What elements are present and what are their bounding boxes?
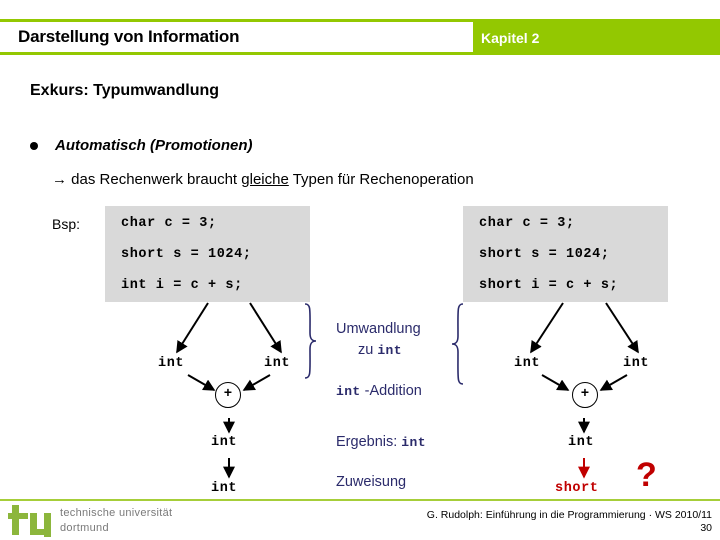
footer-page-number: 30 — [700, 522, 712, 534]
diagram-left-assigned: int — [211, 481, 238, 496]
bullet-subline: → das Rechenwerk braucht gleiche Typen f… — [52, 168, 712, 192]
section-heading: Exkurs: Typumwandlung — [30, 82, 220, 99]
annotation-conversion-type: int — [377, 343, 402, 358]
tu-dortmund-logo: technische universität dortmund — [8, 505, 208, 539]
brace-left-icon — [304, 303, 317, 379]
diagram-right-assigned: short — [555, 481, 599, 496]
code-line: char c = 3; — [479, 216, 575, 231]
header-title-panel — [0, 22, 473, 52]
subline-emphasis: gleiche — [241, 171, 289, 188]
footer-divider — [0, 499, 720, 501]
annotation-addition: int -Addition — [336, 383, 422, 399]
diagram-left-arrows — [176, 302, 282, 479]
annotation-addition-type: int — [336, 384, 361, 399]
logo-wordmark: technische universität dortmund — [60, 506, 172, 536]
subline-before: das Rechenwerk braucht — [67, 171, 242, 188]
brace-right-icon — [451, 303, 464, 385]
example-label: Bsp: — [52, 216, 81, 232]
annotation-result: Ergebnis: int — [336, 434, 426, 450]
code-line: short s = 1024; — [121, 247, 252, 262]
chapter-label: Kapitel 2 — [481, 30, 540, 46]
annotation-assignment: Zuweisung — [336, 474, 407, 490]
annotation-addition-suffix: -Addition — [360, 383, 422, 399]
diagram-right-arrows — [530, 302, 639, 479]
diagram-left-result: int — [211, 435, 238, 450]
page-title: Darstellung von Information — [18, 27, 240, 46]
code-line: int i = c + s; — [121, 278, 243, 293]
annotation-conversion-prefix: zu — [358, 342, 378, 358]
logo-line-1: technische universität — [60, 507, 173, 519]
annotation-result-type: int — [401, 435, 426, 450]
code-line: short s = 1024; — [479, 247, 610, 262]
logo-line-2: dortmund — [60, 522, 109, 534]
annotation-conversion-line1: Umwandlung — [336, 321, 421, 337]
code-line: short i = c + s; — [479, 278, 619, 293]
footer-credit: G. Rudolph: Einführung in die Programmie… — [426, 509, 712, 521]
diagram-right-result: int — [568, 435, 595, 450]
code-line: char c = 3; — [121, 216, 217, 231]
tu-logo-mark-icon — [8, 505, 51, 537]
code-box-left: char c = 3; short s = 1024; int i = c + … — [105, 206, 310, 302]
diagram-right-operator: + — [572, 382, 598, 408]
diagram-right-operand-left: int — [514, 356, 541, 371]
code-box-right: char c = 3; short s = 1024; short i = c … — [463, 206, 668, 302]
diagram-right-operand-right: int — [623, 356, 650, 371]
annotation-result-prefix: Ergebnis: — [336, 434, 402, 450]
bullet-label: Automatisch (Promotionen) — [55, 137, 253, 154]
diagram-left-operator: + — [215, 382, 241, 408]
subline-after: Typen für Rechenoperation — [288, 171, 474, 188]
right-arrow-icon: → — [52, 171, 67, 188]
question-mark-icon: ? — [636, 456, 657, 494]
annotation-conversion-line2: zu int — [358, 342, 402, 358]
diagram-left-operand-left: int — [158, 356, 185, 371]
diagram-left-operand-right: int — [264, 356, 291, 371]
bullet-item: Automatisch (Promotionen) — [30, 135, 670, 157]
bullet-dot-icon — [30, 142, 38, 150]
